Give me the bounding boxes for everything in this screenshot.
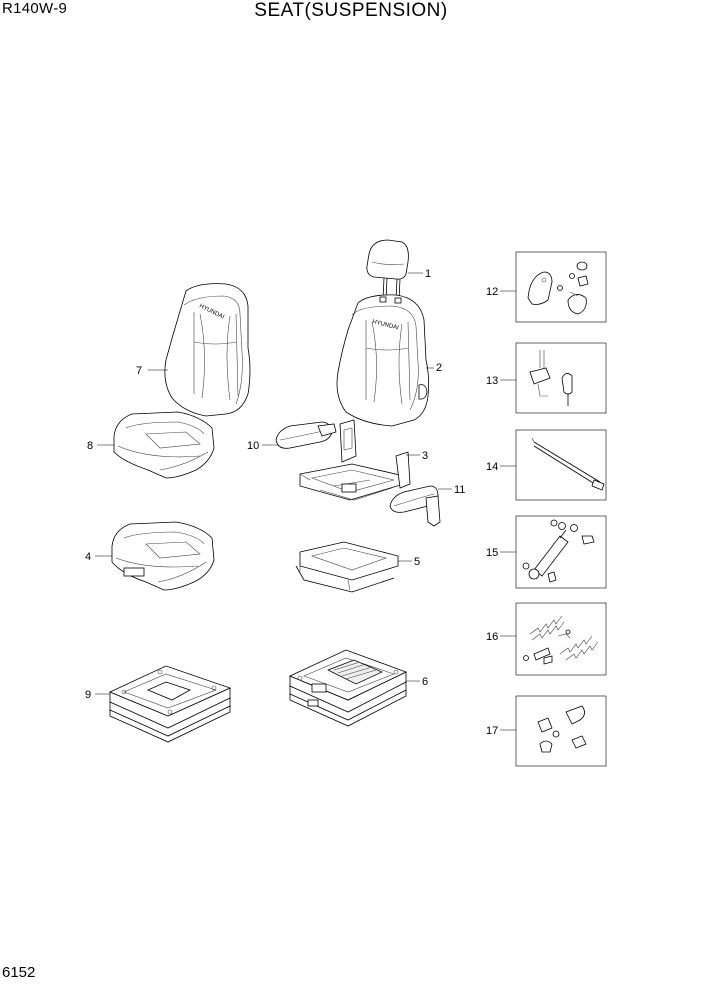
callout-12: 12 xyxy=(486,286,498,298)
callout-10: 10 xyxy=(247,440,259,452)
page-number: 6152 xyxy=(2,964,36,981)
part-11-armrest-right[interactable] xyxy=(389,485,441,527)
callout-1: 1 xyxy=(425,268,431,280)
callout-14: 14 xyxy=(486,461,498,473)
callout-6: 6 xyxy=(422,676,428,688)
callout-5: 5 xyxy=(414,556,420,568)
part-16-spring-kit[interactable] xyxy=(515,602,607,676)
part-17-small-parts-kit[interactable] xyxy=(515,695,607,767)
callout-13: 13 xyxy=(486,375,498,387)
part-10-armrest-left[interactable] xyxy=(275,421,337,449)
callout-2: 2 xyxy=(436,362,442,374)
part-15-shock-absorber[interactable] xyxy=(515,515,607,589)
callout-3: 3 xyxy=(422,450,428,462)
part-1-headrest[interactable] xyxy=(366,239,409,301)
part-13-seat-belt-kit[interactable] xyxy=(515,342,607,414)
callout-9: 9 xyxy=(85,689,91,701)
part-8-seat-cushion-cover[interactable] xyxy=(113,411,215,479)
part-2-backrest[interactable]: HYUNDAI xyxy=(336,294,430,427)
part-3-seat-frame[interactable] xyxy=(299,419,411,501)
callout-16: 16 xyxy=(486,631,498,643)
callout-15: 15 xyxy=(486,547,498,559)
part-4-seat-cushion[interactable] xyxy=(111,521,215,591)
model-code: R140W-9 xyxy=(2,0,68,17)
part-12-lever-kit[interactable] xyxy=(515,251,607,323)
page-title: SEAT(SUSPENSION) xyxy=(254,0,448,21)
callout-4: 4 xyxy=(85,551,91,563)
part-5-seat-pan[interactable] xyxy=(295,541,399,593)
callout-7: 7 xyxy=(136,365,142,377)
part-9-suspension[interactable] xyxy=(109,665,232,743)
callout-8: 8 xyxy=(87,440,93,452)
callout-17: 17 xyxy=(486,725,498,737)
part-7-backrest-cover[interactable]: HYUNDAI xyxy=(164,283,251,417)
callout-11: 11 xyxy=(454,484,465,496)
part-6-suspension-assembly[interactable] xyxy=(289,649,408,727)
part-14-rod-assembly[interactable] xyxy=(515,429,607,501)
